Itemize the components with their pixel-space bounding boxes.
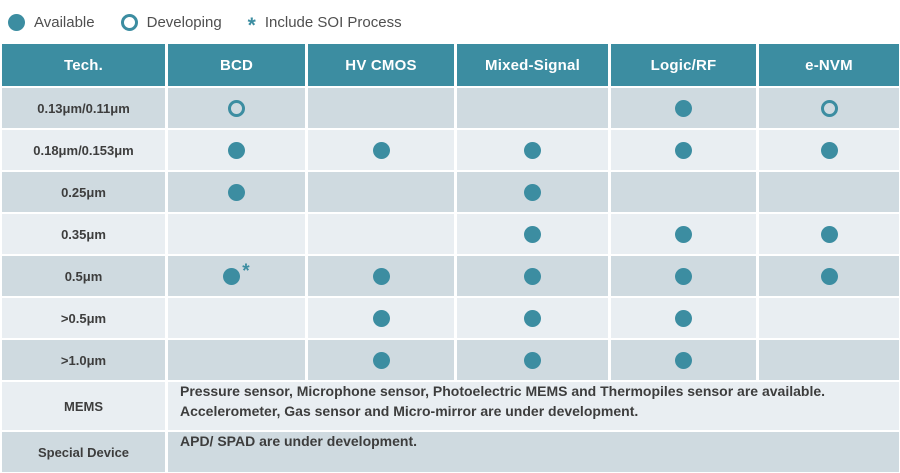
legend-item-soi: * Include SOI Process	[247, 13, 402, 37]
developing-circle-icon	[228, 99, 245, 117]
column-header-mixed-signal: Mixed-Signal	[457, 44, 608, 86]
description-cell: Pressure sensor, Microphone sensor, Phot…	[168, 382, 899, 430]
process-cell	[457, 256, 608, 296]
available-dot-icon	[524, 225, 541, 243]
available-dot-icon	[524, 183, 541, 201]
available-dot-icon	[820, 267, 838, 285]
legend-item-available: Available	[8, 13, 95, 31]
legend-available-label: Available	[34, 13, 95, 31]
process-cell	[457, 130, 608, 170]
process-cell	[457, 88, 608, 128]
tech-label: Special Device	[2, 432, 165, 472]
process-cell	[611, 214, 756, 254]
available-dot-icon	[524, 141, 541, 159]
available-dot-icon	[675, 309, 692, 327]
description-line: Pressure sensor, Microphone sensor, Phot…	[180, 383, 826, 399]
process-cell	[308, 130, 454, 170]
process-cell	[759, 298, 899, 338]
column-header-logic-rf: Logic/RF	[611, 44, 756, 86]
available-dot-icon	[820, 225, 838, 243]
tech-label: 0.35μm	[2, 214, 165, 254]
column-header-tech-: Tech.	[2, 44, 165, 86]
tech-label: 0.5μm	[2, 256, 165, 296]
process-cell	[457, 298, 608, 338]
process-cell	[611, 88, 756, 128]
tech-label: >0.5μm	[2, 298, 165, 338]
available-dot-icon	[524, 267, 541, 285]
available-dot-icon	[372, 141, 390, 159]
available-dot-icon	[524, 309, 541, 327]
available-dot-icon	[228, 183, 245, 201]
developing-circle-icon	[120, 13, 138, 31]
process-cell	[759, 256, 899, 296]
column-header-e-nvm: e-NVM	[759, 44, 899, 86]
process-cell	[611, 298, 756, 338]
available-dot-icon	[675, 351, 692, 369]
available-dot-icon	[228, 141, 245, 159]
process-cell	[611, 130, 756, 170]
available-dot-icon	[675, 99, 692, 117]
available-dot-icon	[675, 267, 692, 285]
available-dot-icon	[8, 13, 25, 31]
process-cell	[759, 88, 899, 128]
legend-bar: Available Developing * Include SOI Proce…	[0, 0, 900, 44]
process-cell	[759, 214, 899, 254]
process-cell	[457, 172, 608, 212]
process-cell	[308, 256, 454, 296]
process-cell	[308, 340, 454, 380]
process-cell	[759, 340, 899, 380]
process-cell	[168, 130, 305, 170]
process-cell	[168, 340, 305, 380]
available-dot-icon	[675, 141, 692, 159]
column-header-bcd: BCD	[168, 44, 305, 86]
legend-soi-label: Include SOI Process	[264, 13, 402, 31]
process-cell: *	[168, 256, 305, 296]
available-dot-icon	[820, 141, 838, 159]
process-cell	[611, 256, 756, 296]
process-cell	[457, 214, 608, 254]
tech-label: MEMS	[2, 382, 165, 430]
available-dot-icon	[372, 351, 390, 369]
process-cell	[308, 214, 454, 254]
process-cell	[308, 298, 454, 338]
process-cell	[168, 88, 305, 128]
soi-asterisk-icon: *	[242, 261, 250, 282]
available-dot-icon	[524, 351, 541, 369]
developing-circle-icon	[820, 99, 838, 117]
description-line: Accelerometer, Gas sensor and Micro-mirr…	[180, 402, 639, 419]
legend-item-developing: Developing	[120, 13, 222, 31]
process-cell	[611, 340, 756, 380]
available-dot-icon	[223, 267, 241, 285]
legend-developing-label: Developing	[146, 13, 222, 31]
process-cell	[168, 214, 305, 254]
tech-label: 0.25μm	[2, 172, 165, 212]
process-cell	[759, 130, 899, 170]
available-dot-icon	[675, 225, 692, 243]
process-cell	[168, 172, 305, 212]
available-dot-icon	[372, 267, 390, 285]
tech-label: >1.0μm	[2, 340, 165, 380]
process-cell	[168, 298, 305, 338]
process-cell	[457, 340, 608, 380]
process-cell	[308, 88, 454, 128]
column-header-hv-cmos: HV CMOS	[308, 44, 454, 86]
soi-asterisk-icon: *	[247, 14, 256, 37]
tech-label: 0.18μm/0.153μm	[2, 130, 165, 170]
process-cell	[308, 172, 454, 212]
process-cell	[611, 172, 756, 212]
description-line: APD/ SPAD are under development.	[180, 433, 418, 449]
available-dot-icon	[372, 309, 390, 327]
process-cell	[759, 172, 899, 212]
description-cell: APD/ SPAD are under development.	[168, 432, 899, 472]
tech-label: 0.13μm/0.11μm	[2, 88, 165, 128]
